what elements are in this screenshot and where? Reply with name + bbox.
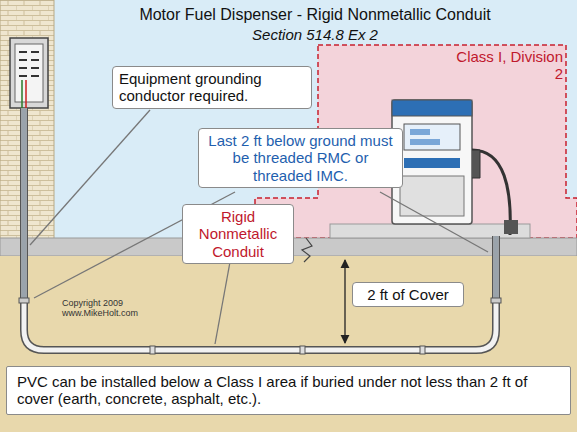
callout-text: Equipment grounding conductor required. xyxy=(119,70,305,105)
callout-text: Class I, Division 2 xyxy=(455,48,563,83)
caption: PVC can be installed below a Class I are… xyxy=(17,373,560,408)
dimension-arrow xyxy=(344,260,345,343)
callout-box: Equipment grounding conductor required. xyxy=(112,66,312,109)
wire xyxy=(25,80,27,108)
caption-box: PVC can be installed below a Class I are… xyxy=(6,366,571,415)
callout-text: Last 2 ft below ground must be threaded … xyxy=(205,132,396,184)
wire xyxy=(21,80,23,108)
section-reference: Section 514.8 Ex 2 xyxy=(60,26,570,43)
rmc-segment xyxy=(22,108,27,300)
copyright-note: Copyright 2009 www.MikeHolt.com xyxy=(62,298,144,319)
break-line xyxy=(302,238,312,262)
rmc-segment xyxy=(494,236,499,300)
callout-box: Rigid Nonmetallic Conduit xyxy=(182,204,294,264)
title: Motor Fuel Dispenser - Rigid Nonmetallic… xyxy=(60,6,570,24)
rigid-nonmetallic-conduit xyxy=(24,108,496,350)
callout-box: 2 ft of Cover xyxy=(352,282,464,307)
hazardous-area-label: Class I, Division 2 xyxy=(455,48,563,83)
panelboard xyxy=(10,38,48,108)
leader-lines xyxy=(30,110,488,344)
callout-box: Last 2 ft below ground must be threaded … xyxy=(198,128,403,188)
breakers xyxy=(19,52,39,76)
conduit-outline xyxy=(24,108,496,350)
callout-text: Rigid Nonmetallic Conduit xyxy=(189,208,287,260)
fuel-dispenser xyxy=(392,100,518,235)
callout-text: 2 ft of Cover xyxy=(359,286,457,303)
panel-interior xyxy=(15,44,43,102)
pump-island xyxy=(330,224,530,238)
